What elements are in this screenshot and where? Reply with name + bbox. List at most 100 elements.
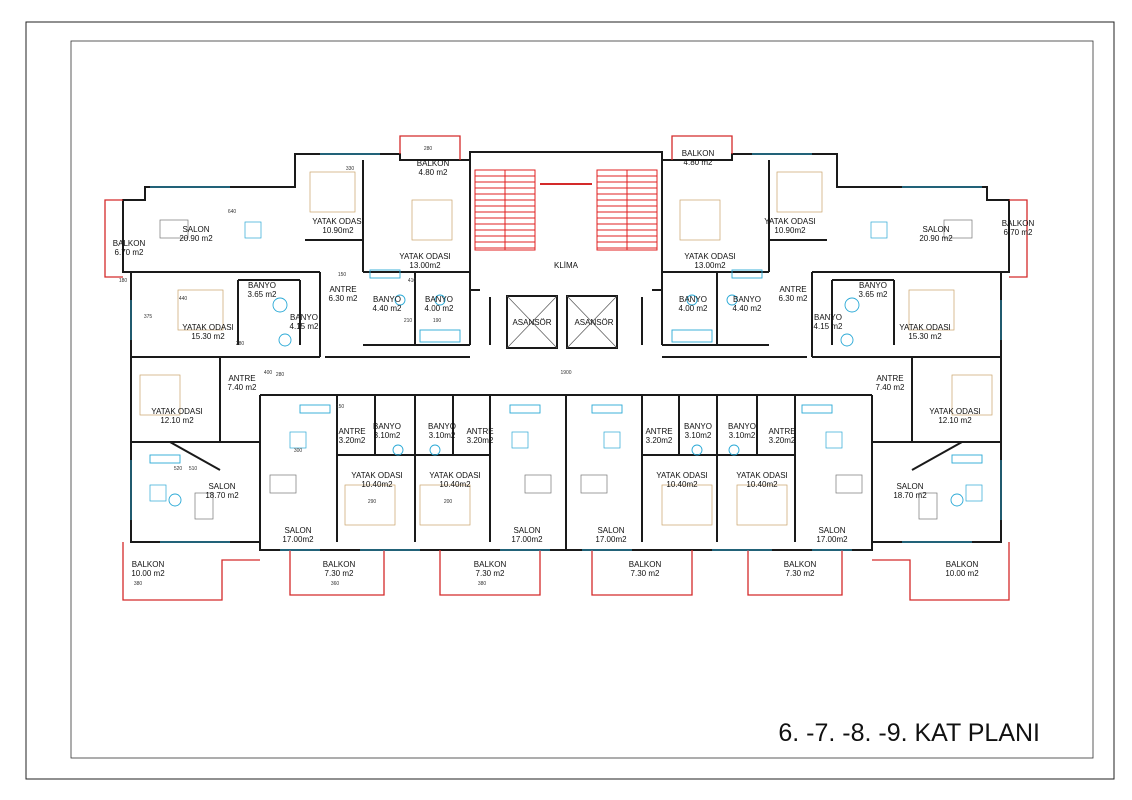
room-area: 6.70 m2 [1004, 228, 1033, 237]
dimension-label: 280 [424, 146, 433, 152]
dining-table [825, 431, 843, 449]
room-area: 10.00 m2 [131, 569, 165, 578]
dimension-label: 400 [264, 370, 273, 376]
room-name: BANYO [373, 422, 401, 431]
room-name: YATAK ODASI [736, 471, 788, 480]
elevator-shaft [566, 295, 618, 349]
dimension-label: 210 [404, 318, 413, 324]
bed [661, 484, 713, 526]
dimension-label: 280 [276, 372, 285, 378]
room-name: BALKON [682, 149, 715, 158]
dimension-label: 640 [228, 209, 237, 215]
balcony-outline [122, 542, 260, 601]
counter-fixture [951, 454, 983, 464]
plan-title: 6. -7. -8. -9. KAT PLANI [778, 719, 1040, 747]
room-area: 12.10 m2 [938, 416, 972, 425]
room-name: YATAK ODASI [929, 407, 981, 416]
room-area: 13.00m2 [409, 261, 441, 270]
room-area: 4.15 m2 [290, 322, 319, 331]
room-name: SALON [208, 482, 235, 491]
bed [344, 484, 396, 526]
bed [679, 199, 721, 241]
elevator-cross [566, 295, 618, 349]
room-name: SALON [896, 482, 923, 491]
balcony-outline [671, 135, 733, 160]
room-area: 7.40 m2 [228, 383, 257, 392]
room-area: 17.00m2 [816, 535, 848, 544]
bed [419, 484, 471, 526]
room-area: 4.40 m2 [373, 304, 402, 313]
sanitary-fixture [844, 297, 860, 313]
core-label: KLİMA [554, 261, 579, 270]
room-area: 10.40m2 [361, 480, 393, 489]
room-area: 17.00m2 [595, 535, 627, 544]
room-area: 3.20m2 [467, 436, 494, 445]
room-name: YATAK ODASI [182, 323, 234, 332]
dimension-label: 300 [294, 448, 303, 454]
dining-table [149, 484, 167, 502]
balcony-outline [399, 135, 461, 160]
dimension-label: 150 [336, 404, 345, 410]
dimension-label: 1900 [560, 370, 571, 376]
room-name: BANYO [679, 295, 707, 304]
elevator-core [506, 295, 618, 349]
sofa [269, 474, 297, 494]
elevator-shaft [506, 295, 558, 349]
room-area: 3.10m2 [685, 431, 712, 440]
room-area: 4.00 m2 [679, 304, 708, 313]
room-area: 17.00m2 [282, 535, 314, 544]
room-name: BANYO [684, 422, 712, 431]
sanitary-fixture [429, 444, 441, 456]
balcony-outline [872, 542, 1010, 601]
room-area: 7.40 m2 [876, 383, 905, 392]
room-area: 10.40m2 [439, 480, 471, 489]
room-area: 4.15 m2 [814, 322, 843, 331]
room-area: 20.90 m2 [919, 234, 953, 243]
bed [908, 289, 955, 331]
room-name: BANYO [733, 295, 761, 304]
room-area: 15.30 m2 [191, 332, 225, 341]
sanitary-fixture [168, 493, 182, 507]
dimension-label: 510 [189, 466, 198, 472]
room-area: 4.40 m2 [733, 304, 762, 313]
dimension-label: 520 [174, 466, 183, 472]
dimension-label: 410 [408, 278, 417, 284]
bed [309, 171, 356, 213]
room-name: BANYO [859, 281, 887, 290]
room-name: BANYO [428, 422, 456, 431]
room-name: BANYO [373, 295, 401, 304]
elevator-cross [506, 295, 558, 349]
room-name: BALKON [1002, 219, 1035, 228]
balcony-outline [591, 550, 693, 596]
room-area: 3.10m2 [374, 431, 401, 440]
room-name: YATAK ODASI [151, 407, 203, 416]
core-label: ASANSÖR [512, 318, 551, 327]
room-area: 4.80 m2 [684, 158, 713, 167]
room-name: ANTRE [228, 374, 255, 383]
balconies [104, 135, 1028, 601]
room-name: ANTRE [466, 427, 493, 436]
inner-frame [70, 40, 1094, 759]
counter-fixture [731, 269, 763, 279]
room-area: 10.90m2 [774, 226, 806, 235]
